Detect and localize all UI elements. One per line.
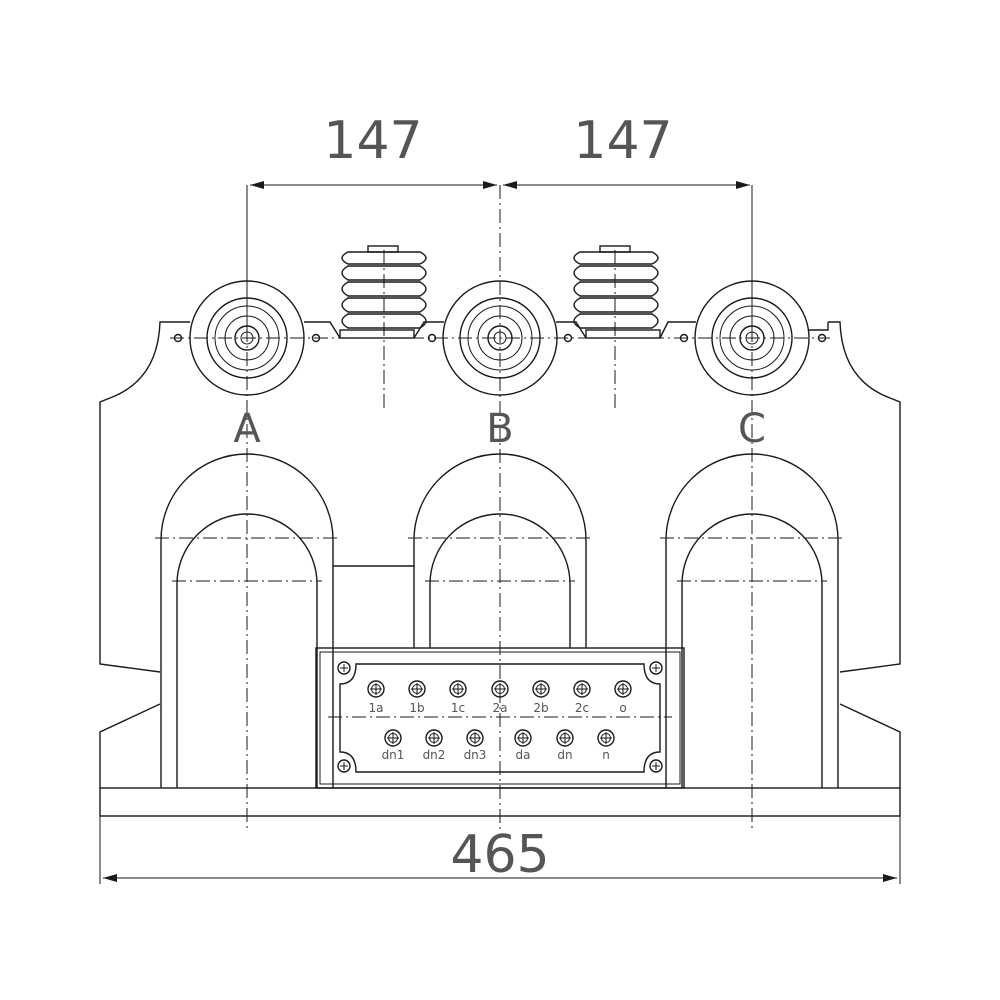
winding-a bbox=[155, 453, 340, 788]
terminal-label: da bbox=[516, 748, 531, 762]
terminal-label: 2a bbox=[493, 701, 508, 715]
terminal-label: 1c bbox=[451, 701, 465, 715]
terminal-1b: 1b bbox=[408, 680, 426, 715]
terminal-label: dn2 bbox=[423, 748, 446, 762]
winding-b bbox=[408, 453, 592, 648]
terminal-label: 1a bbox=[369, 701, 384, 715]
phase-label-b: B bbox=[486, 406, 513, 452]
terminal-dn1: dn1 bbox=[382, 729, 405, 762]
insulator-left bbox=[339, 245, 427, 339]
bushing-b bbox=[442, 280, 558, 396]
terminal-label: 2b bbox=[533, 701, 548, 715]
corner-screws bbox=[337, 661, 663, 773]
terminal-n: n bbox=[597, 729, 615, 762]
terminal-label: o bbox=[619, 701, 626, 715]
terminal-dn2: dn2 bbox=[423, 729, 446, 762]
phase-label-c: C bbox=[738, 406, 766, 452]
terminal-1c: 1c bbox=[449, 680, 467, 715]
terminal-row-upper: 1a 1b 1c 2a 2b 2c o bbox=[367, 680, 632, 715]
overall-width-label: 465 bbox=[450, 825, 549, 885]
flange-bolts bbox=[173, 333, 827, 343]
overall-dimension: 465 bbox=[99, 816, 901, 885]
insulator-right bbox=[573, 245, 661, 339]
phase-label-a: A bbox=[233, 406, 261, 452]
terminal-1a: 1a bbox=[367, 680, 385, 715]
terminal-label: 1b bbox=[409, 701, 424, 715]
pitch-right-label: 147 bbox=[573, 111, 672, 171]
terminal-label: dn1 bbox=[382, 748, 405, 762]
terminal-label: dn bbox=[557, 748, 572, 762]
pitch-left-label: 147 bbox=[323, 111, 422, 171]
terminal-dn: dn bbox=[556, 729, 574, 762]
terminal-label: dn3 bbox=[464, 748, 487, 762]
terminal-label: n bbox=[602, 748, 610, 762]
terminal-dn3: dn3 bbox=[464, 729, 487, 762]
terminal-row-lower: dn1 dn2 dn3 da dn n bbox=[382, 729, 615, 762]
winding-c bbox=[660, 453, 844, 788]
terminal-o: o bbox=[614, 680, 632, 715]
terminal-da: da bbox=[514, 729, 532, 762]
terminal-2c: 2c bbox=[573, 680, 591, 715]
bushing-c bbox=[694, 280, 810, 396]
phase-labels: A B C bbox=[233, 406, 766, 452]
pitch-dimension: 147 147 bbox=[246, 111, 753, 330]
terminal-box: 1a 1b 1c 2a 2b 2c o dn1 dn2 dn3 da dn n bbox=[315, 647, 685, 789]
terminal-label: 2c bbox=[575, 701, 589, 715]
center-lines bbox=[170, 185, 830, 832]
bushing-a bbox=[189, 280, 305, 396]
terminal-2a: 2a bbox=[491, 680, 509, 715]
terminal-2b: 2b bbox=[532, 680, 550, 715]
